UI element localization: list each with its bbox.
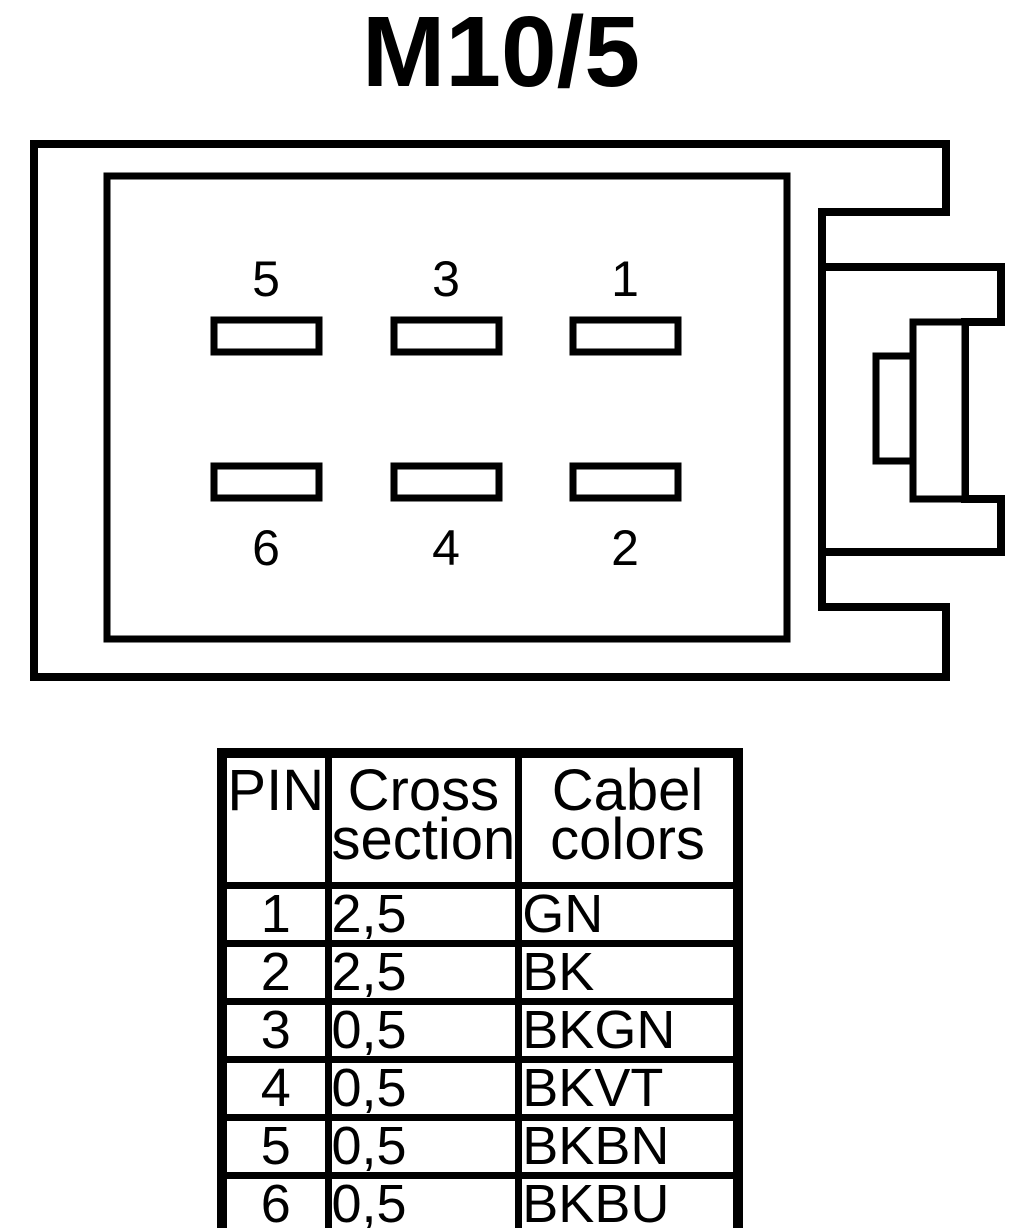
pin-label-5: 5 <box>252 251 280 307</box>
header-cross-section: Cross section <box>324 749 523 889</box>
cell-cross-section: 2,5 <box>324 940 523 1005</box>
pin-slot-1 <box>569 316 682 356</box>
cell-cable-color: BKVT <box>515 1056 742 1121</box>
header-cabel-line1: Cabel <box>551 758 704 823</box>
connector-body-outline <box>30 140 950 681</box>
cell-pin: 5 <box>218 1114 332 1179</box>
table-row: 3 0,5 BKGN <box>218 998 742 1063</box>
header-cross-line1: Cross <box>347 758 500 823</box>
cell-cross-section: 0,5 <box>324 1114 523 1179</box>
table-header-row: PIN Cross section Cabel colors <box>218 749 742 889</box>
cell-cross-section: 0,5 <box>324 998 523 1063</box>
page-title: M10/5 <box>362 0 640 108</box>
cell-cable-color: BKBN <box>515 1114 742 1179</box>
cell-cable-color: BKBU <box>515 1172 742 1228</box>
table-row: 2 2,5 BK <box>218 940 742 1005</box>
pin-label-3: 3 <box>432 251 460 307</box>
header-pin: PIN <box>218 749 332 889</box>
table-row: 6 0,5 BKBU <box>218 1172 742 1228</box>
cell-pin: 4 <box>218 1056 332 1121</box>
header-cross-line2: section <box>331 807 516 872</box>
table-row: 1 2,5 GN <box>218 882 742 947</box>
pin-assignment-table: PIN Cross section Cabel colors 1 2,5 GN … <box>217 748 743 1228</box>
header-cable-colors: Cabel colors <box>515 749 742 889</box>
cell-cable-color: BKGN <box>515 998 742 1063</box>
cell-pin: 1 <box>218 882 332 947</box>
pin-slot-6 <box>210 462 323 502</box>
pin-cavity-frame <box>103 172 791 643</box>
pin-slot-4 <box>390 462 503 502</box>
pin-slot-5 <box>210 316 323 356</box>
cell-cross-section: 0,5 <box>324 1056 523 1121</box>
cell-pin: 6 <box>218 1172 332 1228</box>
cell-cross-section: 0,5 <box>324 1172 523 1228</box>
table-row: 4 0,5 BKVT <box>218 1056 742 1121</box>
cell-cable-color: BK <box>515 940 742 1005</box>
connector-diagram: 5 3 1 6 4 2 <box>30 140 1005 681</box>
pin-slot-2 <box>569 462 682 502</box>
latch-small-rect <box>872 352 917 465</box>
cell-cable-color: GN <box>515 882 742 947</box>
cell-pin: 2 <box>218 940 332 1005</box>
pin-label-1: 1 <box>611 251 639 307</box>
table-row: 5 0,5 BKBN <box>218 1114 742 1179</box>
latch-rail-rect <box>909 318 969 503</box>
cell-pin: 3 <box>218 998 332 1063</box>
pin-label-6: 6 <box>252 520 280 576</box>
pin-label-2: 2 <box>611 520 639 576</box>
header-cabel-line2: colors <box>550 807 705 872</box>
pin-slot-3 <box>390 316 503 356</box>
cell-cross-section: 2,5 <box>324 882 523 947</box>
header-pin-label: PIN <box>227 758 325 823</box>
pin-label-4: 4 <box>432 520 460 576</box>
